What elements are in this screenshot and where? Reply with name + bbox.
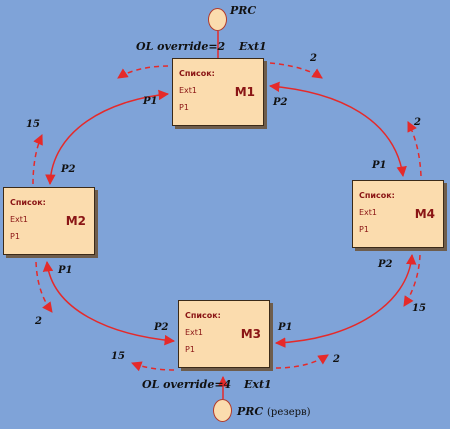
count-bottom-right: 2 [333, 354, 340, 365]
module-m3-name: M3 [240, 327, 261, 341]
count-top-right: 2 [310, 53, 317, 64]
m3-port-p2: P2 [154, 322, 169, 333]
module-m2-entry-ext1: Ext1 [10, 215, 29, 224]
module-m2: Список: Ext1 P1 M2 [3, 187, 95, 255]
module-m1-entry-ext1: Ext1 [179, 86, 198, 95]
module-m4-entry-ext1: Ext1 [359, 208, 378, 217]
module-m3-entry-ext1: Ext1 [185, 328, 204, 337]
count-left-top: 15 [26, 119, 40, 130]
count-right-bottom: 15 [412, 303, 426, 314]
module-m2-name: M2 [65, 214, 86, 228]
m4-port-p2: P2 [378, 259, 393, 270]
module-m4-entry-p1: P1 [359, 225, 369, 234]
module-m1: Список: Ext1 P1 M1 [172, 58, 264, 126]
prc-bottom-title: PRC [237, 405, 264, 418]
m1-port-p1: P1 [143, 96, 158, 107]
m2-port-p2: P2 [61, 164, 76, 175]
dash-m1-left [117, 65, 169, 79]
dash-m4-top [407, 121, 422, 177]
prc-top-node [208, 8, 227, 31]
module-m3-header: Список: [185, 311, 221, 320]
m4-port-p1: P1 [372, 160, 387, 171]
module-m2-entry-p1: P1 [10, 232, 20, 241]
link-m4-m3 [274, 253, 417, 348]
top-ext1-label: Ext1 [239, 40, 267, 53]
dash-m1-right [269, 62, 323, 79]
dash-m4-bottom [403, 254, 421, 307]
m3-port-p1: P1 [278, 322, 293, 333]
link-m1-m2 [45, 89, 170, 186]
link-m2-m3 [42, 260, 176, 346]
link-m1-m4 [268, 81, 407, 178]
dash-m2-bottom [35, 261, 53, 313]
bottom-override-label: OL override=4 [142, 378, 232, 391]
module-m2-header: Список: [10, 198, 46, 207]
prc-bottom-note: (резерв) [267, 407, 311, 418]
count-left-bottom: 2 [35, 316, 42, 327]
module-m4-name: M4 [414, 207, 435, 221]
module-m1-header: Список: [179, 69, 215, 78]
module-m3-entry-p1: P1 [185, 345, 195, 354]
top-override-label: OL override=2 [136, 40, 226, 53]
module-m3: Список: Ext1 P1 M3 [178, 300, 270, 368]
prc-bottom-node [213, 399, 232, 422]
bottom-ext1-label: Ext1 [244, 378, 272, 391]
m2-port-p1: P1 [58, 265, 73, 276]
module-m1-name: M1 [234, 85, 255, 99]
module-m4-header: Список: [359, 191, 395, 200]
dash-m3-right [275, 354, 329, 369]
count-right-top: 2 [414, 117, 421, 128]
count-bottom-left: 15 [111, 351, 125, 362]
dash-m3-left [131, 361, 175, 372]
module-m4: Список: Ext1 P1 M4 [352, 180, 444, 248]
module-m1-entry-p1: P1 [179, 103, 189, 112]
prc-bottom-label: PRC (резерв) [237, 405, 311, 418]
dash-m2-top [32, 134, 43, 185]
m1-port-p2: P2 [273, 97, 288, 108]
prc-top-label: PRC [230, 4, 257, 17]
